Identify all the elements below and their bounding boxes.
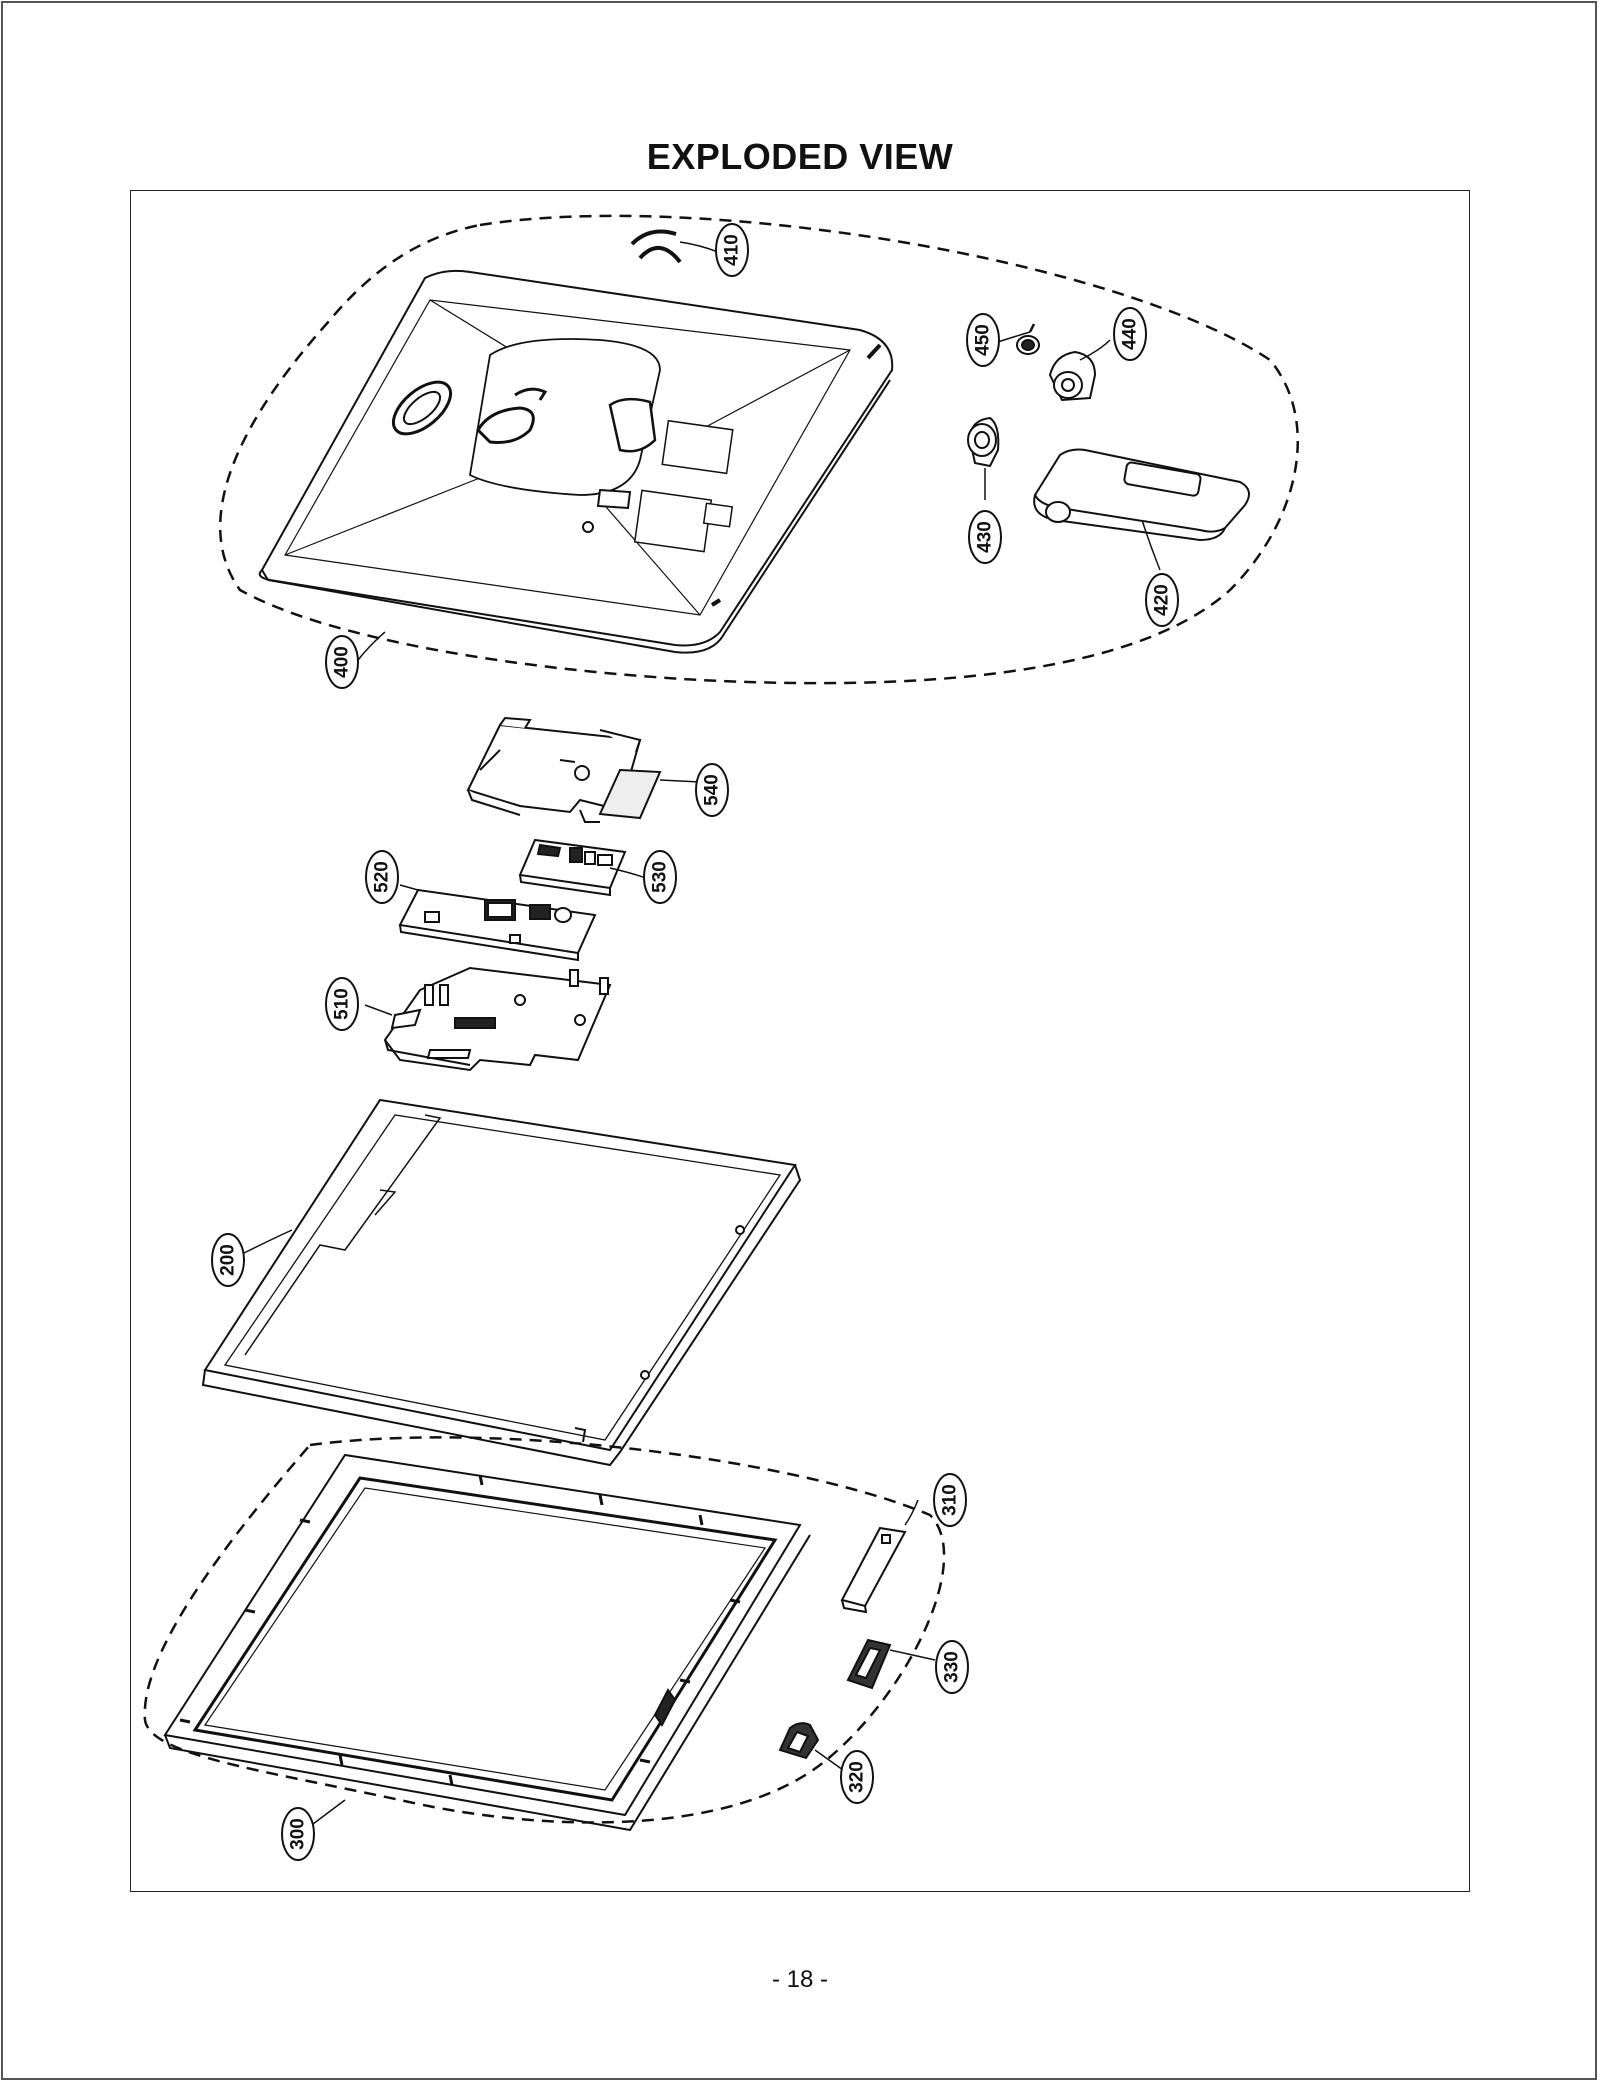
page-title: EXPLODED VIEW	[646, 136, 954, 177]
front-bezel-group-outline	[143, 1436, 946, 1824]
part-540	[466, 716, 662, 823]
part-510	[383, 966, 612, 1072]
part-420	[1033, 448, 1250, 542]
part-300-front-bezel	[163, 1453, 811, 1832]
part-410	[630, 229, 682, 264]
svg-text:330: 330	[942, 1651, 963, 1683]
svg-text:530: 530	[650, 861, 671, 893]
part-430	[967, 416, 1000, 468]
callout-310: 310	[933, 1473, 967, 1527]
part-330	[846, 1638, 892, 1690]
rear-cover-part	[258, 269, 894, 654]
callout-430: 430	[968, 510, 1002, 564]
part-440	[1048, 350, 1097, 402]
callout-540: 540	[695, 763, 729, 817]
svg-text:520: 520	[372, 861, 393, 893]
callout-400: 400	[325, 635, 359, 689]
svg-text:320: 320	[847, 1761, 868, 1793]
callout-300: 300	[281, 1807, 315, 1861]
part-310	[840, 1526, 907, 1614]
diagram-frame	[130, 190, 1470, 1892]
svg-text:540: 540	[702, 774, 723, 806]
part-530	[518, 838, 627, 897]
callout-200: 200	[211, 1233, 245, 1287]
part-450	[1016, 323, 1040, 355]
callout-440: 440	[1113, 307, 1147, 361]
svg-text:410: 410	[722, 234, 743, 266]
leader-lines	[239, 241, 1161, 1831]
callout-410: 410	[715, 223, 749, 277]
part-200-lcd-panel	[201, 1098, 802, 1467]
rear-cover-group-outline	[218, 214, 1299, 685]
svg-text:420: 420	[1152, 584, 1173, 616]
svg-text:440: 440	[1120, 318, 1141, 350]
svg-text:450: 450	[973, 324, 994, 356]
callout-320: 320	[840, 1750, 874, 1804]
callout-badges: 410 450 440 430 420 400 540 530	[211, 223, 1179, 1861]
svg-text:300: 300	[288, 1818, 309, 1850]
part-320	[778, 1722, 820, 1760]
part-520	[398, 888, 597, 962]
svg-text:510: 510	[332, 988, 353, 1020]
callout-520: 520	[365, 850, 399, 904]
callout-530: 530	[643, 850, 677, 904]
callout-450: 450	[966, 313, 1000, 367]
svg-text:310: 310	[940, 1484, 961, 1516]
callout-330: 330	[935, 1640, 969, 1694]
callout-420: 420	[1145, 573, 1179, 627]
callout-510: 510	[325, 977, 359, 1031]
svg-text:200: 200	[218, 1244, 239, 1276]
svg-text:430: 430	[975, 521, 996, 553]
svg-text:400: 400	[332, 646, 353, 678]
page-number: - 18 -	[771, 1966, 828, 1993]
